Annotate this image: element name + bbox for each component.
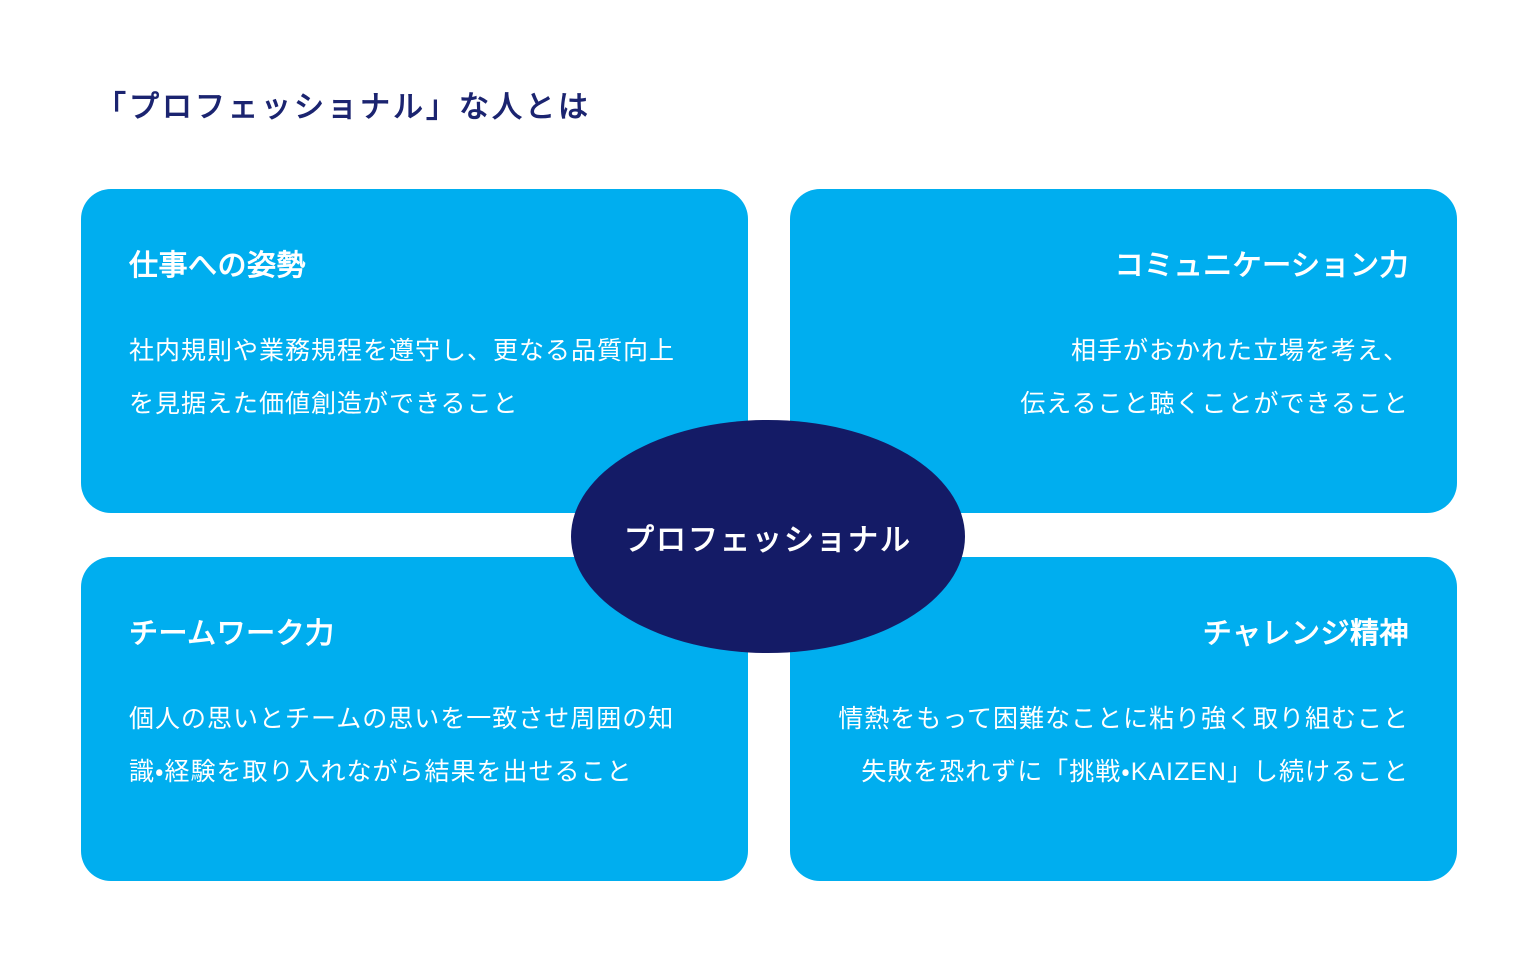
card-body-line: 識・経験を取り入れながら結果を出せること [129,758,633,786]
card-body-challenge-spirit: 情熱をもって困難なことに粘り強く取り組むこと 失敗を恐れずに「挑戦・KAIZEN… [838,693,1409,799]
card-body-line: 社内規則や業務規程を遵守し、更なる品質向上 [129,337,676,365]
quadrant-card-challenge-spirit: チャレンジ精神 情熱をもって困難なことに粘り強く取り組むこと 失敗を恐れずに「挑… [790,557,1457,881]
card-body-communication: 相手がおかれた立場を考え、 伝えること聴くことができること [838,325,1409,431]
card-title-challenge-spirit: チャレンジ精神 [1202,618,1409,650]
card-body-line: 個人の思いとチームの思いを一致させ周囲の知 [129,705,675,733]
card-title-teamwork: チームワーク力 [129,618,335,650]
quadrant-card-work-attitude: 仕事への姿勢 社内規則や業務規程を遵守し、更なる品質向上 を見据えた価値創造がで… [81,189,748,513]
card-body-line: 失敗を恐れずに「挑戦・KAIZEN」し続けること [861,758,1409,786]
card-body-line: 情熱をもって困難なことに粘り強く取り組むこと [838,705,1409,733]
page-title: 「プロフェッショナル」な人とは [96,91,591,124]
center-ellipse-label: プロフェッショナル [624,523,912,557]
card-body-line: 伝えること聴くことができること [1020,390,1409,418]
card-body-teamwork: 個人の思いとチームの思いを一致させ周囲の知 識・経験を取り入れながら結果を出せる… [129,693,700,799]
card-body-line: を見据えた価値創造ができること [129,390,519,418]
card-title-communication: コミュニケーション力 [1114,250,1409,282]
card-body-line: 相手がおかれた立場を考え、 [1070,337,1409,365]
card-body-work-attitude: 社内規則や業務規程を遵守し、更なる品質向上 を見据えた価値創造ができること [129,325,700,431]
center-ellipse: プロフェッショナル [571,420,965,653]
card-title-work-attitude: 仕事への姿勢 [129,250,307,282]
